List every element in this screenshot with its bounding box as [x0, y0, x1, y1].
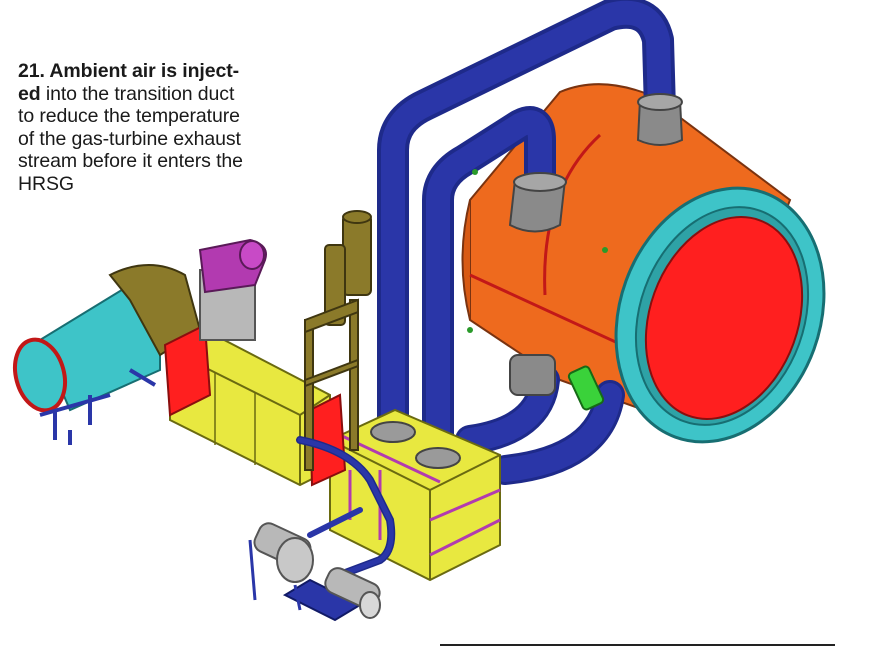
caption-number: 21. — [18, 60, 45, 82]
top-nozzle-left — [508, 179, 567, 233]
caption-line2-rest: into the transition duct — [40, 82, 235, 105]
marker — [472, 169, 478, 175]
caption-line3: to reduce the temperature — [18, 105, 240, 127]
damper-gate — [304, 210, 372, 471]
caption-line6: HRSG — [18, 172, 74, 195]
green-fitting — [567, 365, 605, 411]
tall-pipes — [377, 0, 676, 471]
lower-nozzle — [509, 354, 556, 396]
yellow-duct — [169, 328, 347, 487]
caption-line5: stream before it enters the — [18, 150, 243, 172]
figure-caption: 21. Ambient air is inject- ed into the t… — [18, 60, 298, 195]
marker — [602, 247, 608, 253]
blower-skid — [248, 522, 381, 622]
pipe-collar-right — [415, 447, 461, 469]
caption-lead-line2: ed — [18, 82, 41, 105]
pipe-collar-left — [370, 421, 416, 443]
injection-piping — [296, 436, 396, 579]
top-nozzle-right — [636, 99, 684, 146]
exhaust-cylinder — [13, 264, 212, 445]
caption-lead-line1: Ambient air is inject- — [49, 60, 240, 82]
fan-motor — [198, 238, 267, 341]
caption-line4: of the gas-turbine exhaust — [18, 127, 241, 150]
marker — [467, 327, 473, 333]
